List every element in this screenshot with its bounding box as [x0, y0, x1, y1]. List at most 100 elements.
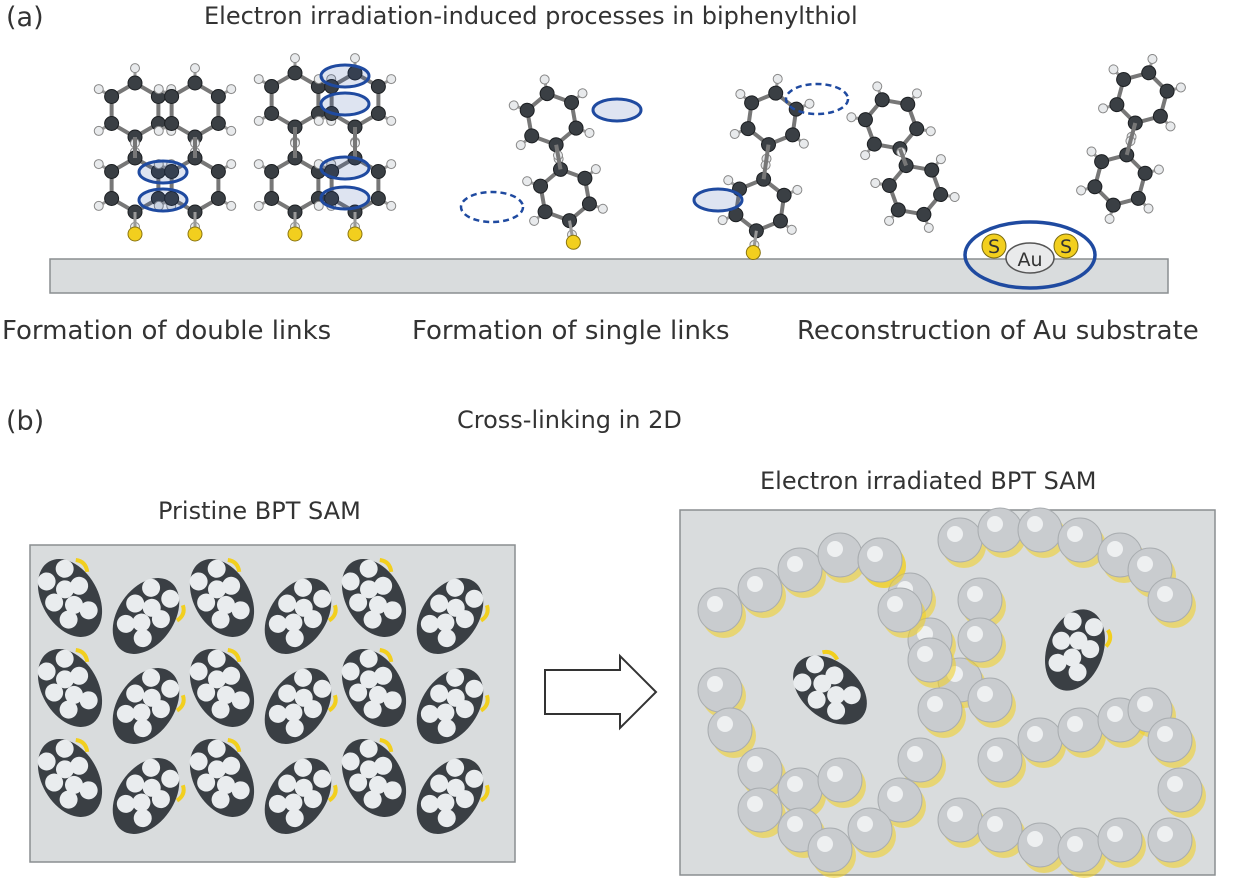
hydrogen-atom — [842, 686, 861, 705]
irradiated-sam-title: Electron irradiated BPT SAM — [760, 467, 1097, 495]
carbon-atom — [104, 164, 120, 179]
hydrogen-atom — [45, 683, 64, 702]
hydrogen-atom — [369, 595, 387, 614]
hydrogen-atom — [349, 773, 368, 792]
carbon-atom — [776, 187, 792, 203]
hydrogen-atom — [132, 613, 151, 632]
hydrogen-atom — [207, 739, 226, 758]
sphere-highlight — [1107, 541, 1123, 557]
carbon-atom — [1141, 65, 1157, 81]
hydrogen-atom — [132, 793, 151, 812]
au-label: Au — [1017, 249, 1042, 271]
sphere-highlight — [1157, 826, 1173, 842]
hydrogen-atom — [949, 191, 960, 202]
hydrogen-atom — [1147, 53, 1158, 64]
link-ring — [319, 63, 371, 89]
hydrogen-atom — [285, 719, 304, 738]
space-filling-molecule — [264, 578, 338, 654]
hydrogen-atom — [142, 598, 161, 617]
carbon-atom — [324, 191, 340, 206]
sulfur-edge — [327, 784, 338, 803]
space-filling-molecule — [416, 758, 490, 834]
hydrogen-atom — [350, 53, 360, 64]
carbon-atom — [164, 164, 180, 179]
sulfur-edge — [379, 648, 394, 663]
sulfur-edge — [821, 649, 840, 661]
hydrogen-atom — [807, 690, 826, 709]
sphere-highlight — [947, 806, 963, 822]
hydrogen-atom — [363, 790, 382, 809]
hydrogen-atom — [278, 774, 297, 793]
sphere-highlight — [927, 696, 943, 712]
carbon-atom — [524, 128, 540, 144]
hydrogen-atom — [59, 700, 78, 719]
hydrogen-atom — [197, 593, 216, 612]
hydrogen-atom — [211, 610, 230, 629]
hydrogen-atom — [290, 53, 300, 64]
carbon-atom — [857, 112, 873, 128]
sulfur-atom — [565, 234, 581, 250]
crosslinked-chain — [697, 667, 866, 818]
carbon-atom — [210, 191, 226, 206]
tilted-biphenyl — [508, 74, 608, 250]
sulfur-edge — [175, 694, 186, 713]
hydrogen-atom — [386, 159, 397, 170]
carbon-atom — [104, 116, 120, 131]
au-adatom — [1005, 242, 1055, 274]
hydrogen-atom — [804, 98, 815, 109]
sphere-highlight — [1167, 776, 1183, 792]
carbon-atom — [900, 96, 916, 112]
crosslinked-chain — [737, 787, 856, 878]
hydrogen-atom — [446, 578, 465, 597]
carbon-atom — [890, 202, 906, 218]
hydrogen-atom — [1068, 663, 1087, 682]
carbon-atom — [533, 178, 549, 194]
carbon-atom — [370, 191, 386, 206]
hydrogen-atom — [116, 794, 135, 813]
hydrogen-atom — [70, 576, 89, 595]
hydrogen-atom — [1052, 631, 1071, 650]
pristine-molecule-array — [37, 558, 490, 834]
hydrogen-atom — [1076, 185, 1087, 196]
hydrogen-atom — [217, 685, 235, 704]
carbon-atom — [1109, 97, 1125, 113]
hydrogen-atom — [374, 756, 393, 775]
hydrogen-atom — [153, 84, 164, 95]
sulfur-edge — [479, 784, 490, 803]
sulfur-edge — [327, 694, 338, 713]
hydrogen-atom — [383, 601, 402, 620]
carbon-atom — [577, 170, 593, 186]
crosslinked-chain — [957, 577, 1006, 668]
hydrogen-atom — [37, 752, 56, 771]
sulfur-atom — [347, 226, 363, 242]
carbon-atom — [924, 162, 940, 178]
hydrogen-atom — [1084, 618, 1103, 637]
sphere-highlight — [887, 786, 903, 802]
carbon-atom — [1087, 179, 1103, 195]
hydrogen-atom — [70, 666, 89, 685]
hydrogen-atom — [284, 703, 303, 722]
sphere-highlight — [1157, 726, 1173, 742]
hydrogen-atom — [436, 613, 455, 632]
hydrogen-atom — [161, 679, 180, 698]
carbon-atom — [881, 177, 897, 193]
hydrogen-atom — [430, 774, 449, 793]
sphere-highlight — [1137, 556, 1153, 572]
link-ring — [319, 155, 371, 181]
carbon-atom — [785, 127, 801, 143]
sulfur-atom — [127, 226, 143, 242]
hydrogen-atom — [37, 572, 56, 591]
sphere-highlight — [787, 776, 803, 792]
hydrogen-atom — [294, 758, 313, 777]
hydrogen-atom — [1143, 203, 1154, 214]
sphere-highlight — [817, 836, 833, 852]
hydrogen-atom — [1165, 121, 1176, 132]
space-filling-molecule — [264, 758, 338, 834]
hydrogen-atom — [1098, 103, 1109, 114]
carbon-atom — [1159, 83, 1175, 99]
sphere-highlight — [827, 766, 843, 782]
hydrogen-atom — [268, 614, 287, 633]
sphere-highlight — [1067, 716, 1083, 732]
carbon-atom — [1152, 108, 1168, 124]
carbon-atom — [104, 191, 120, 206]
